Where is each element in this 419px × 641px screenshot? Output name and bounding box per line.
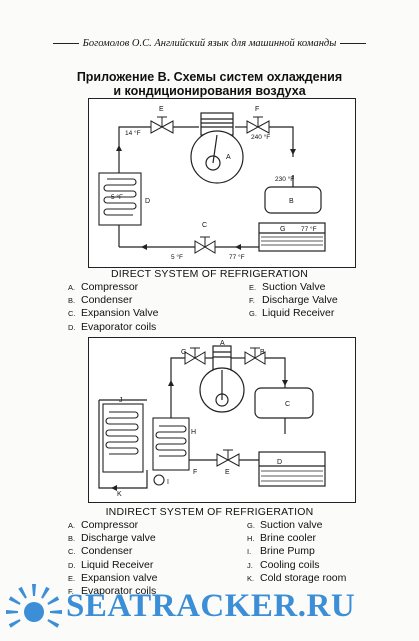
title-line-1: Приложение В. Схемы систем охлаждения: [76, 70, 343, 84]
legend-item: B.Discharge valve: [68, 532, 156, 545]
indirect-caption: INDIRECT SYSTEM OF REFRIGERATION: [105, 506, 314, 518]
label-e: E: [225, 469, 230, 476]
header-text: Богомолов О.С. Английский язык для машин…: [82, 38, 337, 49]
appendix-title: Приложение В. Схемы систем охлаждения и …: [0, 70, 419, 98]
label-e: E: [159, 106, 164, 113]
label-d: D: [277, 459, 282, 466]
temp-77f-tank: 77 °F: [301, 225, 317, 233]
legend-item: A.Compressor: [68, 281, 139, 293]
expansion-valve-c: [194, 236, 216, 254]
evaporator-coils-d: [98, 172, 142, 226]
condenser-c: [254, 387, 314, 419]
brine-cooler-h: [152, 417, 190, 471]
legend-item: I.Brine Pump: [247, 545, 315, 558]
indirect-legend-left: A.Compressor B.Discharge valve C.Condens…: [68, 519, 157, 598]
liquid-receiver-g: [258, 222, 326, 252]
direct-caption: DIRECT SYSTEM OF REFRIGERATION: [111, 268, 308, 280]
temp-240f: 240 °F: [251, 133, 270, 141]
flow-arrow: [141, 244, 147, 250]
brine-pump-i: [153, 474, 165, 486]
indirect-system-diagram: A B C D E F G H I J K: [88, 337, 356, 503]
compressor-a: [190, 112, 244, 184]
direct-legend-left: A.Compressor B.Condenser C.Expansion Val…: [68, 281, 158, 334]
flow-arrow: [290, 149, 296, 155]
legend-item: F.Discharge Valve: [249, 294, 338, 307]
label-c: C: [202, 222, 207, 229]
indirect-legend-right: G.Suction valve H.Brine cooler I.Brine P…: [247, 519, 346, 585]
label-j: J: [119, 397, 123, 404]
legend-item: D.Evaporator coils: [68, 320, 157, 333]
temp-5f-coil: 5 °F: [111, 193, 123, 201]
label-f: F: [193, 469, 197, 476]
temp-77f-line: 77 °F: [229, 253, 245, 261]
legend-item: D.Liquid Receiver: [68, 558, 154, 571]
legend-item: B.Condenser: [68, 294, 133, 307]
flow-arrow: [168, 380, 174, 386]
label-b: B: [289, 198, 294, 205]
label-a: A: [220, 340, 225, 347]
label-h: H: [191, 429, 196, 436]
label-g: G: [280, 226, 285, 233]
expansion-valve-e: [216, 449, 240, 467]
liquid-receiver-d: [258, 451, 326, 487]
temp-5f-line: 5 °F: [171, 253, 183, 261]
legend-item: F.Evaporator coils: [68, 585, 157, 598]
legend-item: E.Suction Valve: [249, 281, 326, 293]
legend-item: J.Cooling coils: [247, 558, 320, 571]
direct-legend-right: E.Suction Valve F.Discharge Valve G.Liqu…: [249, 281, 338, 321]
discharge-valve-f: [246, 116, 270, 134]
watermark-sun-logo: [6, 584, 62, 628]
label-k: K: [117, 491, 122, 498]
flow-arrow: [116, 145, 122, 151]
label-f: F: [255, 106, 259, 113]
flow-arrow: [235, 244, 241, 250]
cooling-coils-j: [102, 403, 144, 473]
legend-item: C.Condenser: [68, 545, 133, 558]
legend-item: H.Brine cooler: [247, 532, 317, 545]
running-header: Богомолов О.С. Английский язык для машин…: [0, 38, 419, 49]
legend-item: C.Expansion Valve: [68, 307, 159, 320]
label-g: G: [181, 349, 186, 356]
compressor-a: [199, 345, 245, 413]
legend-item: G.Liquid Receiver: [249, 307, 335, 320]
discharge-valve-b: [244, 347, 266, 365]
label-b: B: [260, 349, 265, 356]
suction-valve-e: [150, 116, 174, 134]
temp-14f: 14 °F: [125, 129, 141, 137]
label-d: D: [145, 198, 150, 205]
title-line-2: и кондиционирования воздуха: [113, 84, 306, 98]
legend-item: E.Expansion valve: [68, 571, 158, 584]
legend-item: G.Suction valve: [247, 519, 323, 531]
legend-item: A.Compressor: [68, 519, 139, 531]
flow-arrow: [111, 485, 117, 491]
watermark-text: SEATRACKER.RU: [66, 588, 356, 624]
suction-valve-g: [184, 347, 206, 365]
legend-item: K.Cold storage room: [247, 571, 347, 584]
label-c: C: [285, 401, 290, 408]
temp-230f: 230 °F: [275, 175, 294, 183]
flow-arrow: [282, 380, 288, 386]
label-i: I: [167, 479, 169, 486]
direct-system-diagram: E F A B C D G 14 °F 240 °F 230 °F 5 °F 5…: [88, 98, 356, 268]
label-a: A: [226, 154, 231, 161]
